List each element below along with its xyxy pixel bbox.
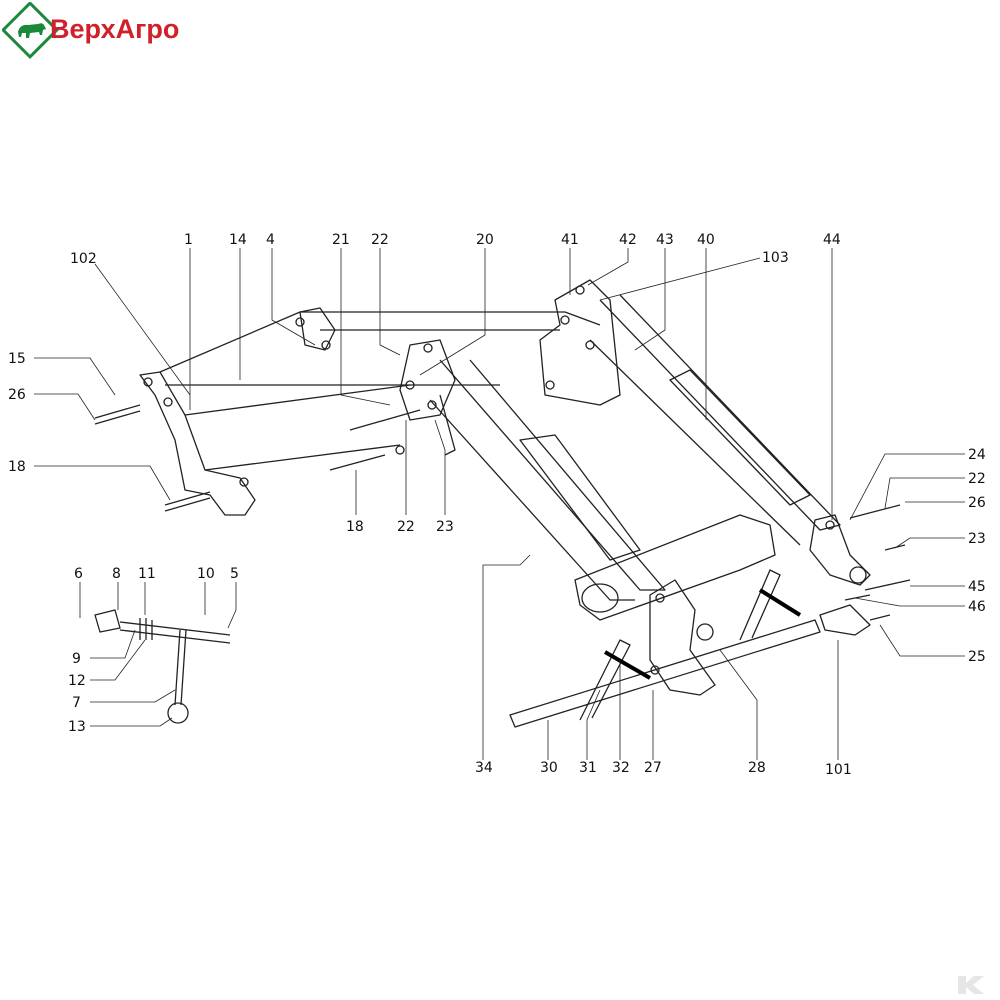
callout-label: 11 <box>138 566 156 582</box>
callout-label: 103 <box>762 250 789 266</box>
callout-label: 18 <box>8 459 26 475</box>
leader-lines <box>34 248 965 760</box>
callout-label: 30 <box>540 760 558 776</box>
callout-label: 22 <box>968 471 986 487</box>
callout-label: 23 <box>968 531 986 547</box>
callout-label: 32 <box>612 760 630 776</box>
strap-marks <box>603 588 802 680</box>
callout-label: 25 <box>968 649 986 665</box>
callout-label: 28 <box>748 760 766 776</box>
callout-label: 46 <box>968 599 986 615</box>
bull-icon <box>2 2 59 59</box>
callout-label: 9 <box>72 651 81 667</box>
callout-label: 41 <box>561 232 579 248</box>
callout-label: 23 <box>436 519 454 535</box>
callout-label: 12 <box>68 673 86 689</box>
callout-label: 6 <box>74 566 83 582</box>
k-watermark-icon <box>958 976 984 994</box>
callout-label: 15 <box>8 351 26 367</box>
callout-label: 7 <box>72 695 81 711</box>
callout-label: 18 <box>346 519 364 535</box>
callout-label: 42 <box>619 232 637 248</box>
callout-label: 13 <box>68 719 86 735</box>
callout-label: 102 <box>70 251 97 267</box>
callout-label: 44 <box>823 232 841 248</box>
callout-label: 101 <box>825 762 852 778</box>
callout-label: 20 <box>476 232 494 248</box>
logo-text: ВерхАгро <box>50 14 180 44</box>
callout-label: 21 <box>332 232 350 248</box>
callout-label: 27 <box>644 760 662 776</box>
callout-label: 22 <box>397 519 415 535</box>
callout-label: 45 <box>968 579 986 595</box>
callout-label: 43 <box>656 232 674 248</box>
callout-label: 40 <box>697 232 715 248</box>
callout-label: 14 <box>229 232 247 248</box>
callout-label: 1 <box>184 232 193 248</box>
callout-label: 26 <box>968 495 986 511</box>
callout-label: 5 <box>230 566 239 582</box>
callout-label: 8 <box>112 566 121 582</box>
callout-labels: 1 14 4 21 22 20 41 42 43 40 103 44 102 1… <box>8 232 986 778</box>
callout-label: 4 <box>266 232 275 248</box>
callout-label: 31 <box>579 760 597 776</box>
callout-label: 10 <box>197 566 215 582</box>
loader-frame-drawing <box>94 279 911 728</box>
callout-label: 34 <box>475 760 493 776</box>
callout-label: 24 <box>968 447 986 463</box>
brand-logo[interactable]: ВерхАгро <box>2 2 202 62</box>
callout-label: 26 <box>8 387 26 403</box>
callout-label: 22 <box>371 232 389 248</box>
